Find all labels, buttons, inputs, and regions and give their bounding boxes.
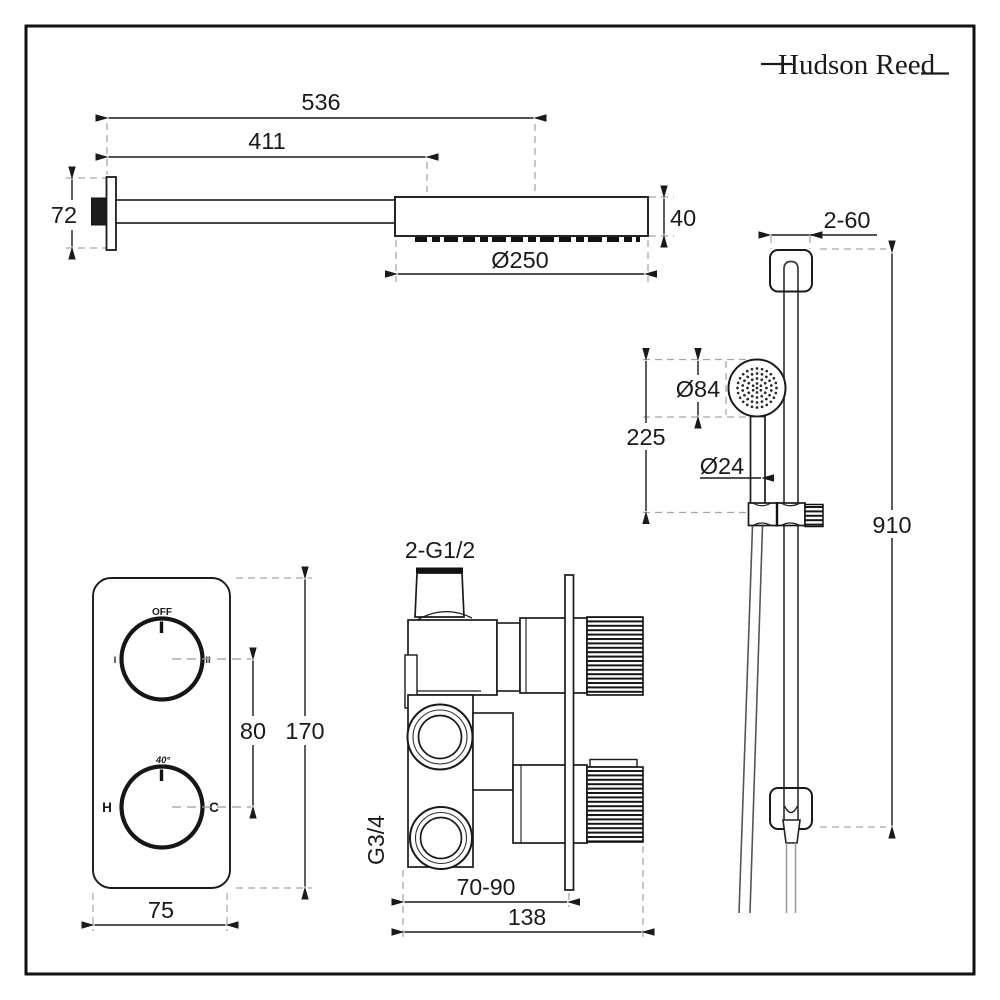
knurled-adjuster-upper <box>586 616 644 696</box>
dim-plate-width: 75 <box>148 897 174 923</box>
temperature-40-label: 40° <box>155 755 171 766</box>
wall-connector <box>91 197 108 226</box>
shower-head <box>394 196 649 237</box>
inlet-port <box>414 572 465 618</box>
dim-total-depth: 138 <box>508 904 546 930</box>
outlet-thread-label: G3/4 <box>363 815 389 865</box>
dim-head-diameter: Ø250 <box>491 247 549 273</box>
valve-body-upper <box>407 619 498 696</box>
dim-rail-length: 910 <box>872 512 911 538</box>
shower-arm <box>115 199 397 224</box>
dim-knob-spacing: 80 <box>240 718 266 744</box>
dim-depth-range: 70-90 <box>457 874 516 900</box>
dim-flange-height: 72 <box>51 202 77 228</box>
dim-arm-length: 411 <box>248 128 285 154</box>
cartridge-upper <box>519 617 588 694</box>
slider-lock-knob <box>804 503 824 528</box>
hot-label: H <box>102 800 112 815</box>
inlet-thread-label: 2-G1/2 <box>405 537 475 563</box>
dim-total-length: 536 <box>301 89 340 115</box>
brand-logo-text: Hudson Reed <box>778 49 936 81</box>
dim-bracket-projection: 2-60 <box>823 207 870 233</box>
dim-plate-height: 170 <box>285 718 324 744</box>
diverter-outlet2-label: II <box>205 655 210 665</box>
diverter-off-label: OFF <box>152 607 172 618</box>
wall-plate <box>564 574 575 891</box>
wall-flange <box>105 176 117 251</box>
knurled-adjuster-lower <box>586 766 644 843</box>
slide-rail <box>783 260 799 823</box>
diverter-outlet1-label: I <box>114 655 117 665</box>
overhead-shower-drawing: 536 411 72 40 Ø250 <box>48 89 696 282</box>
brand-logo: Hudson Reed <box>761 49 949 81</box>
dim-handset-diameter: Ø84 <box>676 376 720 402</box>
valve-trim-drawing: OFF I II 40° H C 80 170 75 <box>81 566 327 931</box>
dim-handle-diameter: Ø24 <box>700 453 744 479</box>
dim-head-thickness: 40 <box>670 205 696 231</box>
valve-body-drawing: 2-G1/2 G3/4 70-90 <box>363 537 655 937</box>
cartridge-lower <box>512 764 588 844</box>
shower-hose <box>738 525 754 914</box>
rail-bottom-cone <box>782 819 801 844</box>
handshower-spray-dots <box>736 367 778 409</box>
cold-label: C <box>209 800 219 815</box>
dim-handset-length: 225 <box>626 424 665 450</box>
rail-bracket-top <box>769 249 813 293</box>
slide-rail-drawing: 2-60 Ø84 225 Ø24 910 <box>624 207 916 914</box>
handshower-handle <box>749 415 766 505</box>
